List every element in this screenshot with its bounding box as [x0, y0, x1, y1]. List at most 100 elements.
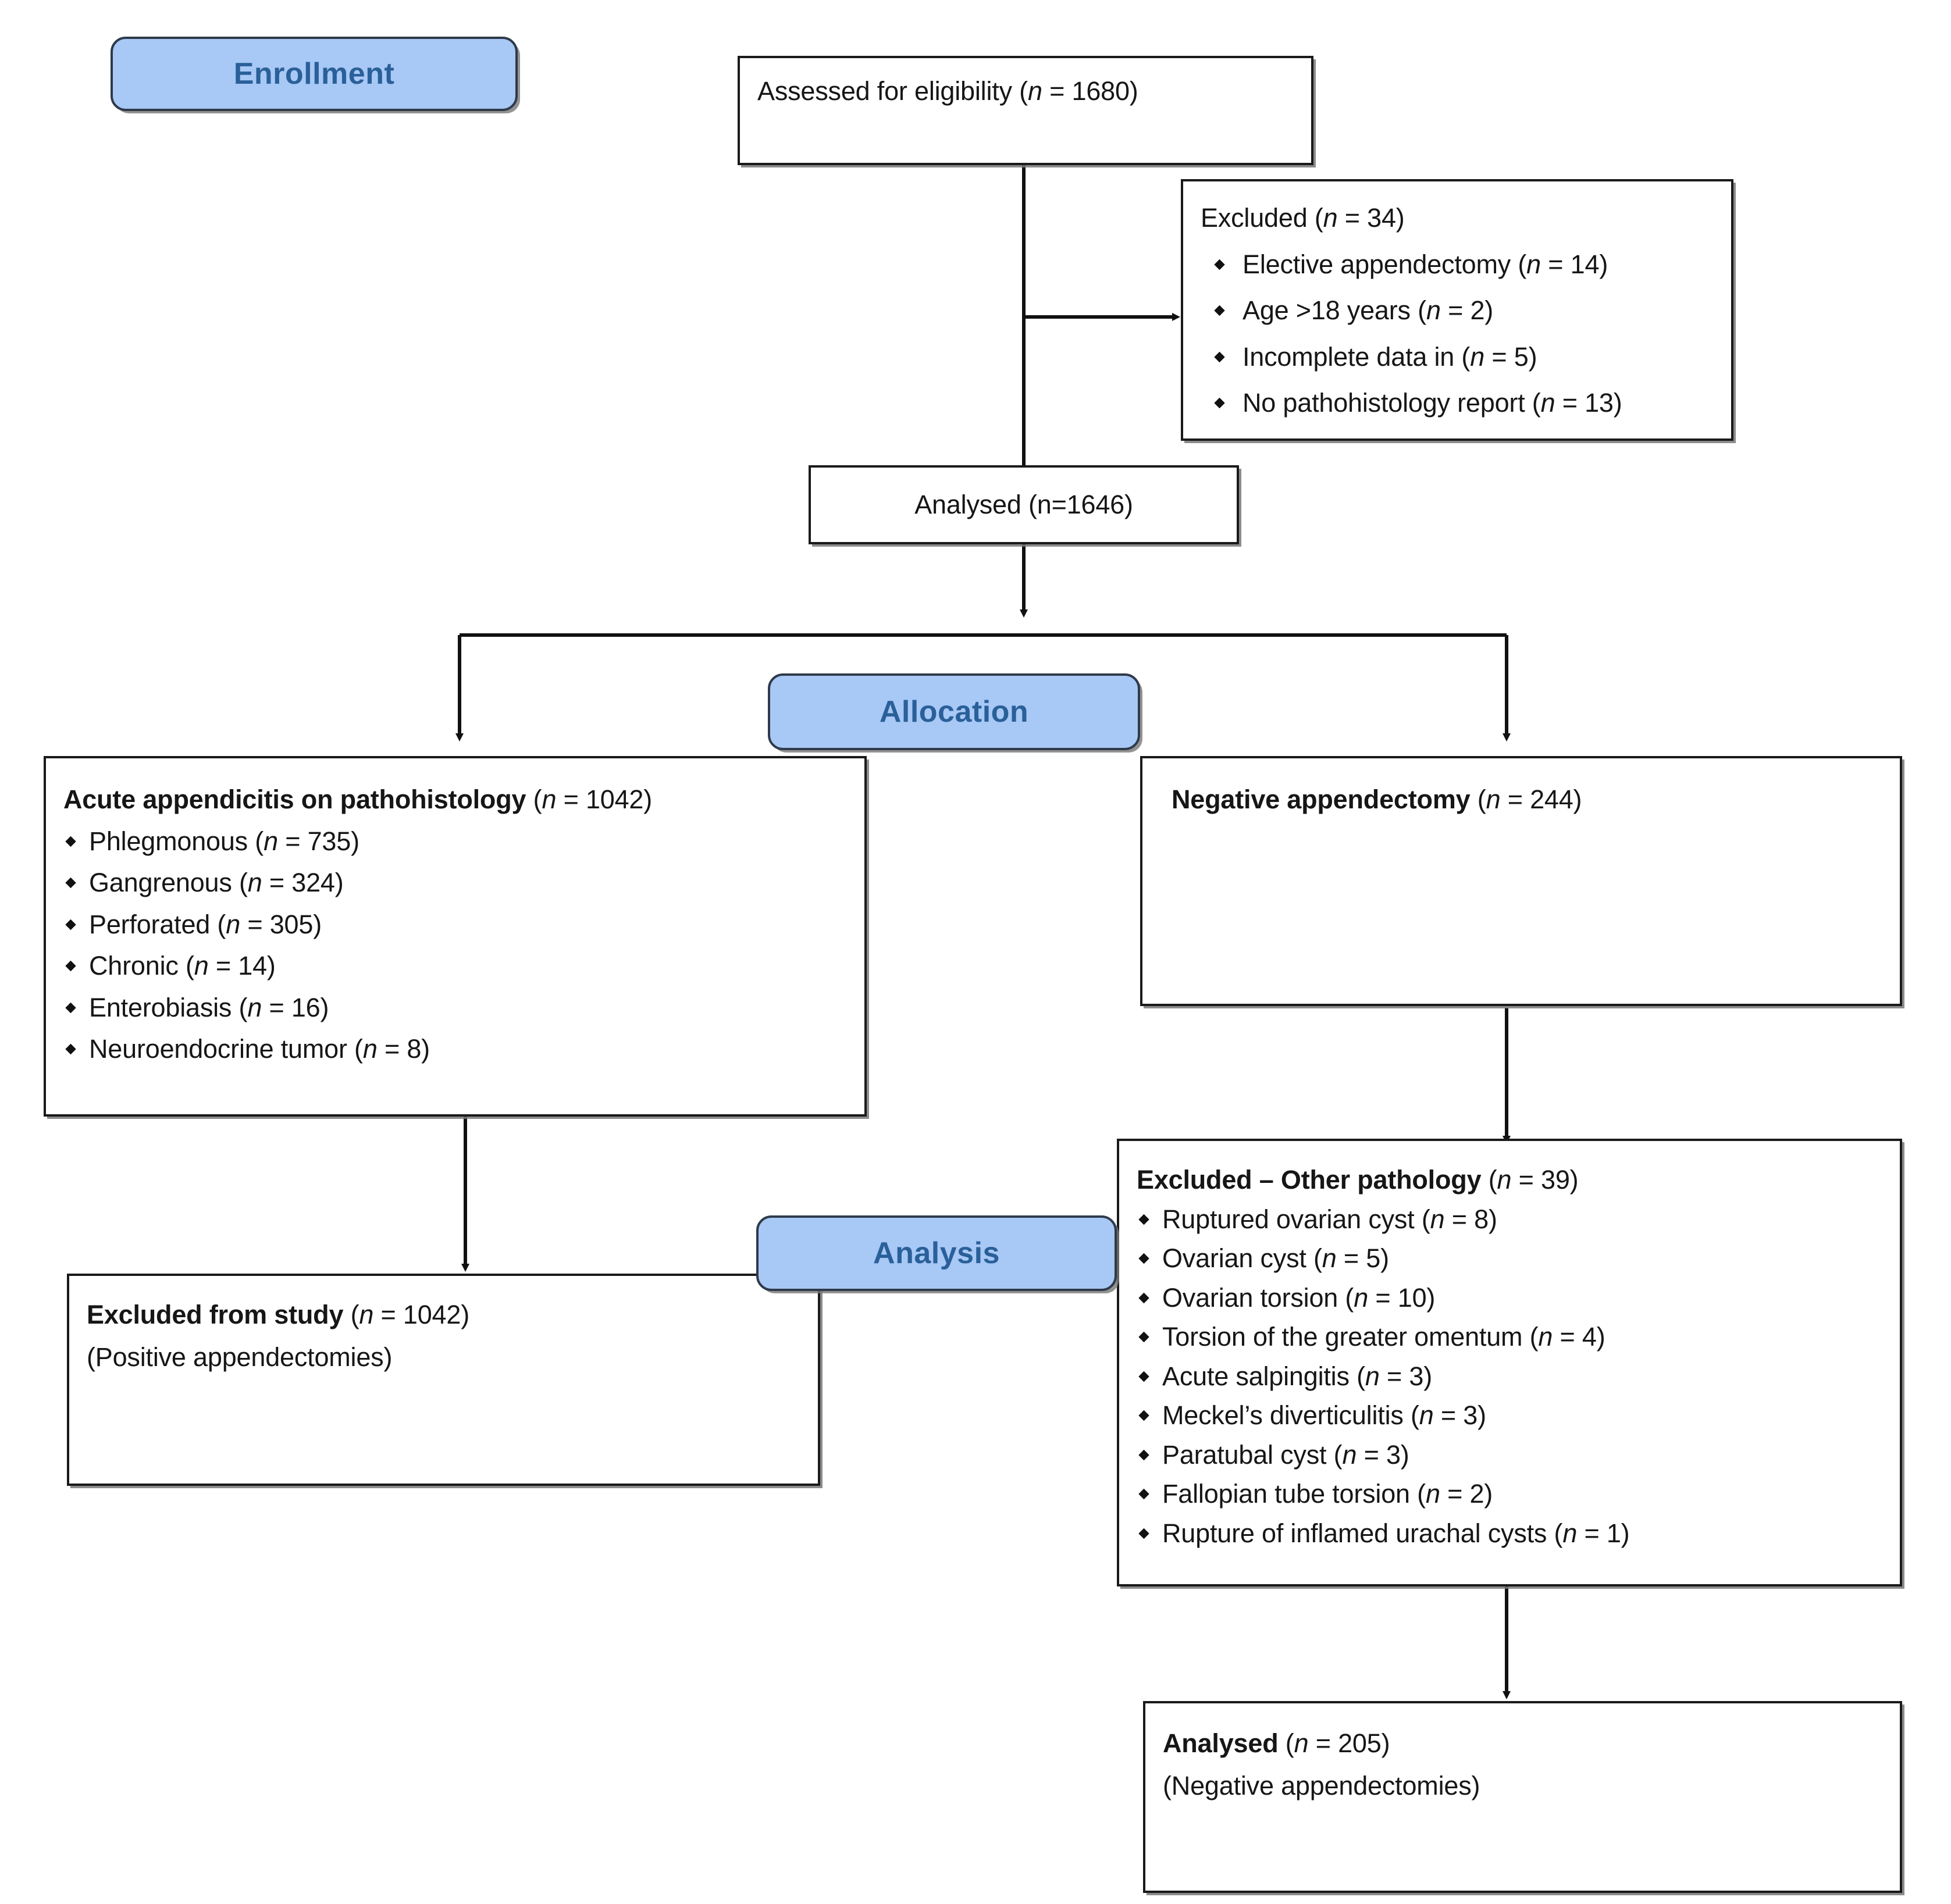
excluded-top-item-n-symbol: n: [1470, 341, 1485, 372]
excluded-top-item: Age >18 years (n = 2): [1201, 294, 1714, 328]
analysed-final-header: Analysed (n = 205): [1163, 1727, 1882, 1761]
acute-appendicitis-n-value: = 1042): [556, 785, 653, 814]
excluded-top-item-n-value: = 5): [1484, 341, 1537, 372]
excluded-other-pathology-header-open: (: [1481, 1165, 1497, 1195]
excluded-other-pathology-item-n-value: = 4): [1553, 1322, 1605, 1352]
negative-appendectomy-header-open: (: [1470, 785, 1486, 814]
acute-appendicitis-header: Acute appendicitis on pathohistology (n …: [63, 783, 847, 817]
diamond-bullet-icon: [1138, 1214, 1149, 1225]
excluded-top-item: Elective appendectomy (n = 14): [1201, 248, 1714, 282]
acute-appendicitis-n-symbol: n: [542, 785, 557, 814]
acute-appendicitis-item-n-value: = 8): [377, 1034, 430, 1064]
diamond-bullet-icon: [1138, 1410, 1149, 1421]
excluded-other-pathology-item-n-value: = 1): [1577, 1518, 1630, 1548]
excluded-other-pathology-item-n-symbol: n: [1322, 1243, 1337, 1273]
assessed-text: Assessed for eligibility (n = 1680): [757, 74, 1294, 109]
excluded-from-study-header-bold: Excluded from study: [87, 1300, 344, 1329]
excluded-other-pathology-item-n-symbol: n: [1430, 1204, 1445, 1234]
excluded-from-study-header: Excluded from study (n = 1042): [87, 1298, 800, 1332]
excluded-top-header: Excluded (n = 34): [1201, 201, 1714, 236]
assessed-label: Assessed for eligibility (: [757, 76, 1028, 106]
acute-appendicitis-item: Phlegmonous (n = 735): [63, 825, 847, 859]
acute-appendicitis-item-n-value: = 16): [262, 992, 329, 1022]
node-analysed-total: Analysed (n=1646): [809, 465, 1239, 544]
excluded-other-pathology-item-label: Acute salpingitis (: [1162, 1361, 1365, 1391]
excluded-top-item: No pathohistology report (n = 13): [1201, 386, 1714, 420]
diamond-bullet-icon: [65, 836, 76, 847]
acute-appendicitis-item-label: Chronic (: [89, 951, 194, 980]
node-excluded-top: Excluded (n = 34) Elective appendectomy …: [1181, 179, 1733, 441]
analysed-final-header-open: (: [1278, 1728, 1294, 1758]
diamond-bullet-icon: [1214, 305, 1225, 316]
excluded-from-study-n-symbol: n: [359, 1300, 374, 1329]
excluded-other-pathology-item-n-symbol: n: [1562, 1518, 1578, 1548]
acute-appendicitis-item: Perforated (n = 305): [63, 908, 847, 942]
excluded-other-pathology-item-n-value: = 8): [1444, 1204, 1497, 1234]
acute-appendicitis-item-n-symbol: n: [226, 909, 241, 939]
diamond-bullet-icon: [1214, 259, 1225, 270]
excluded-top-item-n-symbol: n: [1526, 249, 1541, 279]
diamond-bullet-icon: [1138, 1489, 1149, 1500]
excluded-other-pathology-item-label: Ovarian torsion (: [1162, 1282, 1354, 1313]
excluded-top-item-label: Incomplete data in (: [1242, 341, 1471, 372]
stage-badge-analysis: Analysis: [756, 1215, 1117, 1291]
excluded-other-pathology-header: Excluded – Other pathology (n = 39): [1137, 1163, 1882, 1197]
analysed-final-n-value: = 205): [1308, 1728, 1390, 1758]
acute-appendicitis-item: Enterobiasis (n = 16): [63, 991, 847, 1025]
acute-appendicitis-item-n-value: = 735): [277, 826, 359, 856]
analysed-final-subtitle: (Negative appendectomies): [1163, 1770, 1480, 1800]
excluded-other-pathology-item: Acute salpingitis (n = 3): [1137, 1360, 1882, 1394]
excluded-other-pathology-item-label: Ovarian cyst (: [1162, 1243, 1322, 1273]
node-negative-appendectomy: Negative appendectomy (n = 244): [1140, 756, 1902, 1006]
acute-appendicitis-item: Chronic (n = 14): [63, 949, 847, 983]
excluded-top-item-n-value: = 14): [1541, 249, 1608, 279]
acute-appendicitis-item-n-value: = 14): [208, 951, 276, 980]
stage-badge-analysis-label: Analysis: [873, 1236, 1000, 1270]
excluded-from-study-n-value: = 1042): [373, 1300, 470, 1329]
analysed-final-n-symbol: n: [1294, 1728, 1309, 1758]
excluded-top-item-label: Elective appendectomy (: [1242, 249, 1527, 279]
node-analysed-final: Analysed (n = 205) (Negative appendectom…: [1143, 1701, 1902, 1893]
excluded-top-item-label: No pathohistology report (: [1242, 388, 1541, 418]
diamond-bullet-icon: [1138, 1292, 1149, 1303]
negative-appendectomy-n-value: = 244): [1500, 785, 1582, 814]
diamond-bullet-icon: [1214, 398, 1225, 409]
acute-appendicitis-item-n-symbol: n: [247, 868, 262, 897]
acute-appendicitis-item: Gangrenous (n = 324): [63, 866, 847, 900]
excluded-top-n-value: = 34): [1337, 203, 1405, 233]
excluded-other-pathology-n-value: = 39): [1511, 1165, 1579, 1195]
negative-appendectomy-header-bold: Negative appendectomy: [1172, 785, 1471, 814]
diamond-bullet-icon: [65, 878, 76, 889]
excluded-top-item-n-symbol: n: [1426, 295, 1441, 325]
analysed-total-text: Analysed (n=1646): [914, 489, 1133, 519]
acute-appendicitis-item-label: Phlegmonous (: [89, 826, 264, 856]
node-excluded-other-pathology: Excluded – Other pathology (n = 39) Rupt…: [1117, 1139, 1902, 1586]
acute-appendicitis-item-n-symbol: n: [264, 826, 278, 856]
excluded-other-pathology-item-n-value: = 3): [1379, 1361, 1432, 1391]
acute-appendicitis-item-label: Perforated (: [89, 909, 226, 939]
excluded-top-n-symbol: n: [1323, 203, 1338, 233]
excluded-other-pathology-list: Ruptured ovarian cyst (n = 8)Ovarian cys…: [1137, 1203, 1882, 1551]
diamond-bullet-icon: [1138, 1371, 1149, 1382]
stage-badge-allocation-label: Allocation: [879, 695, 1029, 729]
excluded-other-pathology-item: Ovarian cyst (n = 5): [1137, 1242, 1882, 1276]
acute-appendicitis-list: Phlegmonous (n = 735)Gangrenous (n = 324…: [63, 825, 847, 1067]
acute-appendicitis-header-bold: Acute appendicitis on pathohistology: [63, 785, 526, 814]
excluded-other-pathology-item: Torsion of the greater omentum (n = 4): [1137, 1320, 1882, 1354]
excluded-top-item-n-value: = 13): [1555, 388, 1622, 418]
excluded-other-pathology-item-n-value: = 3): [1357, 1439, 1409, 1470]
acute-appendicitis-item-n-symbol: n: [362, 1034, 378, 1064]
excluded-other-pathology-item-n-symbol: n: [1419, 1400, 1434, 1430]
excluded-from-study-subtitle: (Positive appendectomies): [87, 1342, 393, 1372]
excluded-other-pathology-header-bold: Excluded – Other pathology: [1137, 1165, 1482, 1195]
acute-appendicitis-item-n-value: = 305): [240, 909, 322, 939]
excluded-other-pathology-item-label: Meckel’s diverticulitis (: [1162, 1400, 1419, 1430]
excluded-other-pathology-item-n-symbol: n: [1538, 1322, 1553, 1352]
excluded-other-pathology-item-n-symbol: n: [1365, 1361, 1380, 1391]
excluded-other-pathology-item-n-value: = 5): [1336, 1243, 1389, 1273]
excluded-other-pathology-item-label: Paratubal cyst (: [1162, 1439, 1343, 1470]
acute-appendicitis-item: Neuroendocrine tumor (n = 8): [63, 1032, 847, 1067]
stage-badge-allocation: Allocation: [768, 673, 1140, 750]
acute-appendicitis-item-n-value: = 324): [262, 868, 344, 897]
excluded-top-item-n-value: = 2): [1440, 295, 1494, 325]
